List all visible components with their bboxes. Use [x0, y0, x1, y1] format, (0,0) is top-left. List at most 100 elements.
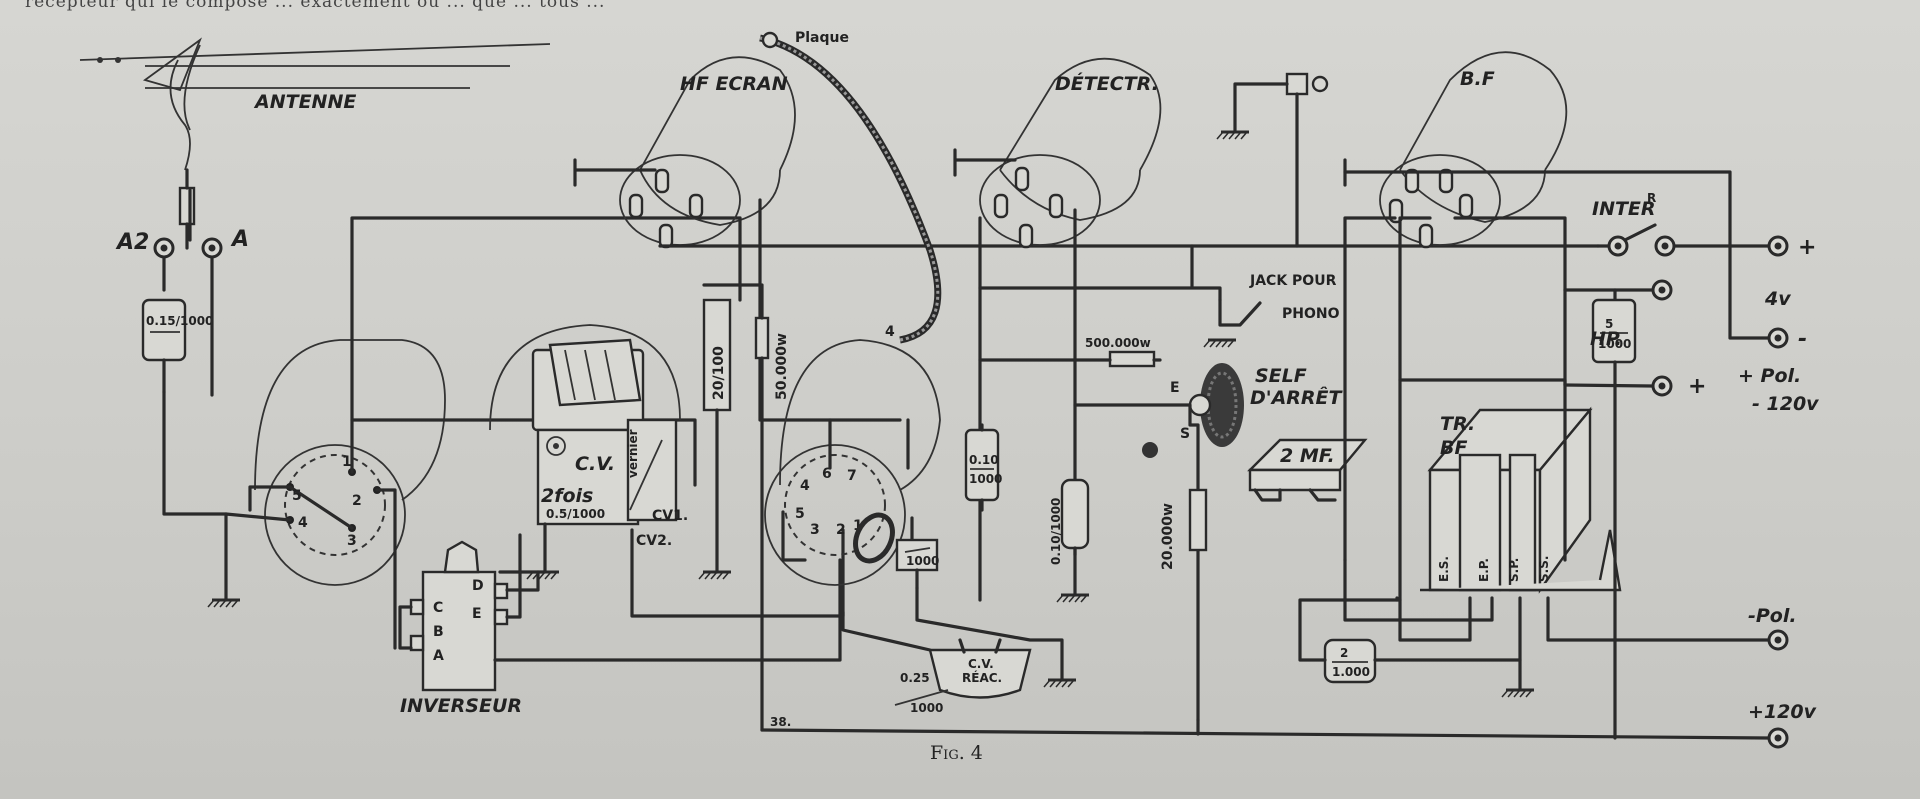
- cv-reac-label-1: C.V.: [968, 657, 994, 671]
- minus-pol-label: -Pol.: [1748, 605, 1797, 627]
- inverseur-b: B: [433, 624, 444, 640]
- terminal-hp-plus[interactable]: [1651, 375, 1673, 397]
- pilot-lamp: [1233, 72, 1329, 248]
- plaque-lead: Plaque 4: [759, 30, 942, 344]
- r20000-value: 20.000w: [1160, 503, 1176, 570]
- cv-value: 0.5/1000: [546, 507, 605, 521]
- hp-capacitor: 5 1000: [1591, 288, 1637, 388]
- inter-sup-label: R: [1647, 191, 1656, 205]
- resistor-20000: 20.000w: [1160, 488, 1208, 570]
- ground-switch: [206, 598, 242, 609]
- c010a-value-bottom: 1000: [969, 472, 1002, 486]
- inverseur-label: INVERSEUR: [400, 695, 522, 717]
- tube-detector: DÉTECTR.: [979, 57, 1162, 249]
- phono-label: PHONO: [1282, 306, 1340, 322]
- terminal-a[interactable]: [201, 237, 223, 259]
- ground-cv: [525, 570, 561, 581]
- self-s-label: S: [1180, 426, 1190, 442]
- selector-switch[interactable]: 1 2 3 4 5: [254, 339, 446, 586]
- capacitor-2-1000: 2 1.000: [1323, 638, 1377, 684]
- hf-ecran-label: HF ECRAN: [680, 73, 788, 95]
- a-label: A: [230, 227, 249, 252]
- ground-reac: [1042, 678, 1078, 689]
- terminal-plus120[interactable]: [1767, 727, 1789, 749]
- plaque-label: Plaque: [795, 30, 849, 46]
- hp-cap-value-top: 5: [1605, 317, 1613, 331]
- terminal-plus4[interactable]: [1767, 235, 1789, 257]
- cv-reac-value-2: 1000: [910, 701, 943, 715]
- self-label-1: SELF: [1255, 365, 1307, 387]
- self-arret-choke: E S SELF D'ARRÊT: [1170, 363, 1344, 447]
- tuning-capacitor-cv[interactable]: C.V. 2fois 0.5/1000 vernier CV1. CV2.: [489, 324, 688, 549]
- cv2-label: CV2.: [636, 533, 672, 549]
- inverseur-e: E: [472, 606, 482, 622]
- switch-pin-2: 2: [352, 493, 362, 509]
- terminal-minus-pol[interactable]: [1767, 629, 1789, 651]
- capacitor-010-a: 0.10 1000: [964, 428, 1002, 502]
- figure-caption: Fig. 4: [930, 742, 983, 764]
- switch-pin-4: 4: [298, 515, 308, 531]
- r50000-value: 50.000w: [774, 333, 790, 400]
- coil-assembly: 6 7 4 5 3 2 1: [764, 339, 941, 586]
- r500000-value: 500.000w: [1085, 336, 1151, 350]
- terminal-minus4[interactable]: [1767, 327, 1789, 349]
- trans-ss: S.S.: [1537, 556, 1551, 582]
- a2-label: A2: [115, 230, 149, 255]
- self-e-label: E: [1170, 380, 1180, 396]
- top-text: récepteur qui le compose ... exactement …: [25, 0, 606, 12]
- jack-pour-label: JACK POUR: [1249, 273, 1337, 289]
- vernier-label: vernier: [626, 429, 640, 478]
- resistor-500000: 500.000w: [1073, 336, 1162, 368]
- plus120-label: +120v: [1748, 701, 1817, 723]
- coil-pin-6: 6: [822, 466, 832, 482]
- minus4-label: -: [1798, 327, 1807, 352]
- grid-capacitor: 1000: [895, 538, 939, 590]
- terminal-hp-top[interactable]: [1651, 279, 1673, 301]
- trans-es: E.S.: [1437, 556, 1451, 582]
- ground-r20: [697, 570, 733, 581]
- ground-lamp: [1215, 130, 1251, 141]
- inverseur-a: A: [433, 648, 444, 664]
- plus4-label: +: [1798, 235, 1816, 260]
- cv-label: C.V.: [575, 453, 615, 475]
- ground-jack: [1202, 338, 1238, 349]
- cv-2fois-label: 2fois: [541, 485, 593, 507]
- bf-label: B.F: [1460, 68, 1495, 90]
- hp-cap-value-bottom: 1000: [1598, 337, 1631, 351]
- r20-100-value: 20/100: [711, 346, 727, 400]
- tube-bf: B.F: [1379, 51, 1568, 249]
- ground-bf: [1500, 688, 1536, 699]
- cv-reac-value-1: 0.25: [900, 671, 930, 685]
- coil-pin-1: 1: [853, 518, 863, 534]
- capacitor-2mf: 2 MF.: [1247, 438, 1368, 502]
- jack-phono[interactable]: JACK POUR PHONO: [1218, 273, 1340, 327]
- transformer-bf: E.S. E.P. S.P. S.S. TR. BF: [1420, 406, 1622, 594]
- num-38-label: 38.: [770, 715, 791, 729]
- c010a-value-top: 0.10: [969, 453, 999, 467]
- self-label-2: D'ARRÊT: [1250, 386, 1344, 409]
- c2-1000-value-bottom: 1.000: [1332, 665, 1370, 679]
- c010b-value: 0.10/1000: [1049, 498, 1063, 565]
- four-v-label: 4v: [1764, 288, 1791, 310]
- inter-switch[interactable]: INTER R: [1592, 191, 1676, 257]
- resistor-50000: 50.000w: [754, 283, 790, 732]
- antenna-capacitor-value: 0.15/1000: [146, 314, 213, 328]
- detectr-label: DÉTECTR.: [1055, 72, 1159, 95]
- antenna-capacitor: 0.15/1000: [141, 256, 213, 394]
- inverseur[interactable]: D E C B A INVERSEUR: [400, 540, 522, 717]
- tr-label: TR.: [1440, 413, 1475, 435]
- coil-pin-3: 3: [810, 522, 820, 538]
- hp-label: HP.: [1590, 328, 1622, 350]
- cv1-label: CV1.: [652, 508, 688, 524]
- coil-pin-2: 2: [836, 522, 846, 538]
- terminal-a2[interactable]: [153, 237, 175, 259]
- trans-ep: E.P.: [1477, 558, 1491, 582]
- switch-pin-1: 1: [342, 454, 352, 470]
- capacitor-010-b: 0.10/1000: [1049, 478, 1090, 565]
- minus120-label: - 120v: [1752, 393, 1819, 415]
- inverseur-c: C: [433, 600, 443, 616]
- hp-plus-label: +: [1688, 374, 1706, 399]
- grid-capacitor-value: 1000: [906, 554, 939, 568]
- cv-reaction[interactable]: C.V. RÉAC. 0.25 1000: [894, 638, 1032, 715]
